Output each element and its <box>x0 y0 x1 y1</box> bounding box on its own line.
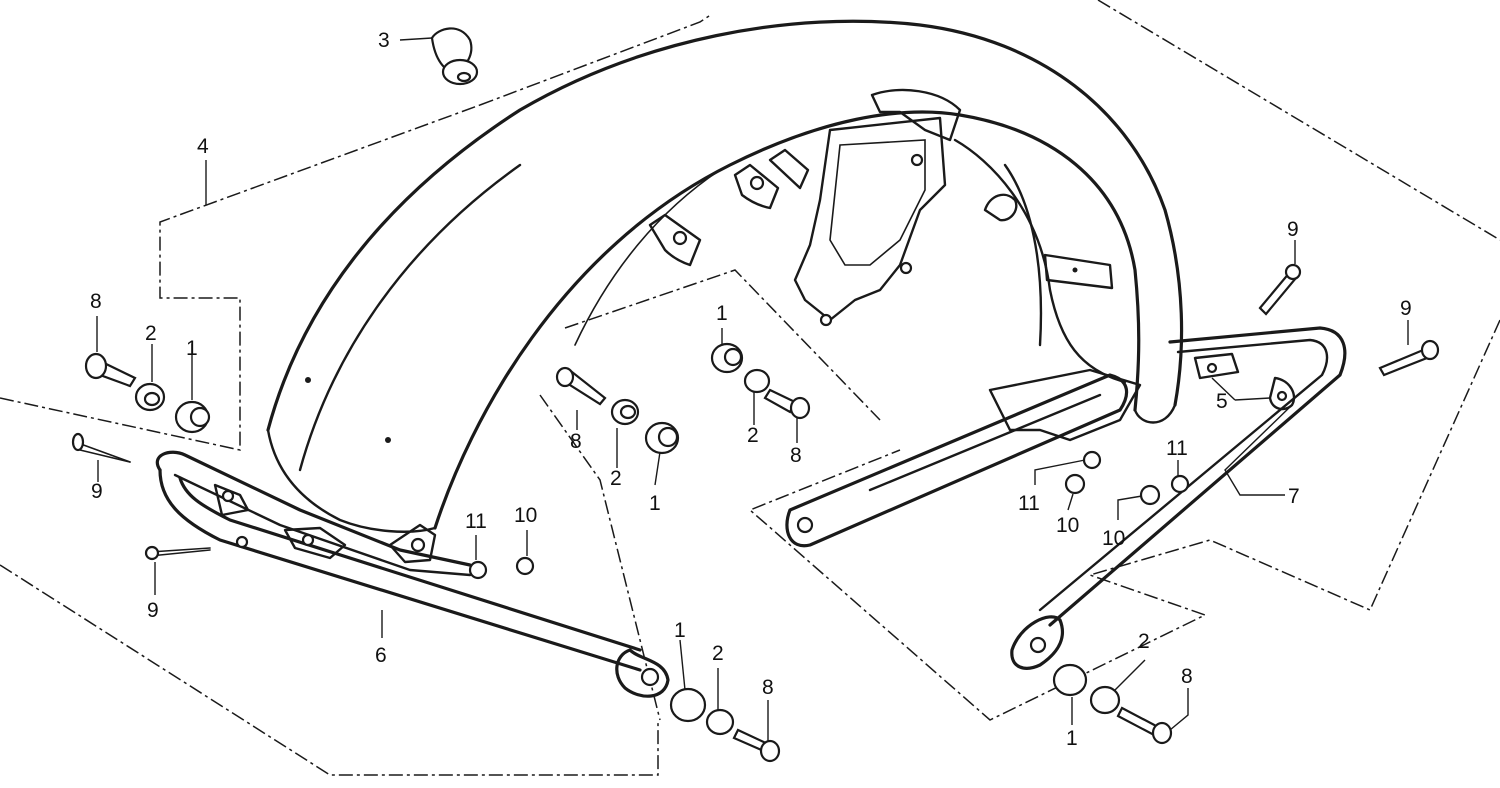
callout-1: 1 <box>674 619 686 642</box>
callout-4: 4 <box>197 135 209 158</box>
callout-10: 10 <box>1056 514 1079 537</box>
callout-2: 2 <box>610 467 622 490</box>
callout-8: 8 <box>762 676 774 699</box>
cap-nut-part-3 <box>430 27 479 86</box>
right-hardware <box>1052 263 1440 745</box>
rear-fender-part-4 <box>266 19 1184 564</box>
callout-1: 1 <box>1066 727 1078 750</box>
callout-11: 11 <box>465 510 487 533</box>
callout-7: 7 <box>1288 485 1300 508</box>
callout-9: 9 <box>1400 297 1412 320</box>
callout-8: 8 <box>1181 665 1193 688</box>
callout-2: 2 <box>747 424 759 447</box>
callout-11: 11 <box>1166 437 1188 460</box>
callout-labels: 3 4 8 2 1 9 9 6 8 2 1 1 2 8 11 10 1 2 8 … <box>90 29 1412 750</box>
callout-2: 2 <box>1138 630 1150 653</box>
callout-10: 10 <box>1102 527 1125 550</box>
callout-9: 9 <box>1287 218 1299 241</box>
callout-11: 11 <box>1018 492 1040 515</box>
callout-8: 8 <box>90 290 102 313</box>
callout-1: 1 <box>716 302 728 325</box>
callout-1: 1 <box>649 492 661 515</box>
callout-9: 9 <box>147 599 159 622</box>
leader-lines <box>96 37 1409 742</box>
center-hardware <box>468 342 811 580</box>
callout-5: 5 <box>1216 390 1228 413</box>
left-fender-stay-part-6 <box>155 450 670 698</box>
callout-6: 6 <box>375 644 387 667</box>
callout-9: 9 <box>91 480 103 503</box>
callout-8: 8 <box>570 430 582 453</box>
lower-left-hardware <box>669 687 781 763</box>
right-fender-stay-part-7 <box>785 326 1347 670</box>
callout-1: 1 <box>186 337 198 360</box>
callout-2: 2 <box>712 642 724 665</box>
callout-8: 8 <box>790 444 802 467</box>
callout-3: 3 <box>378 29 390 52</box>
callout-10: 10 <box>514 504 537 527</box>
callout-2: 2 <box>145 322 157 345</box>
left-upper-hardware <box>71 352 211 561</box>
